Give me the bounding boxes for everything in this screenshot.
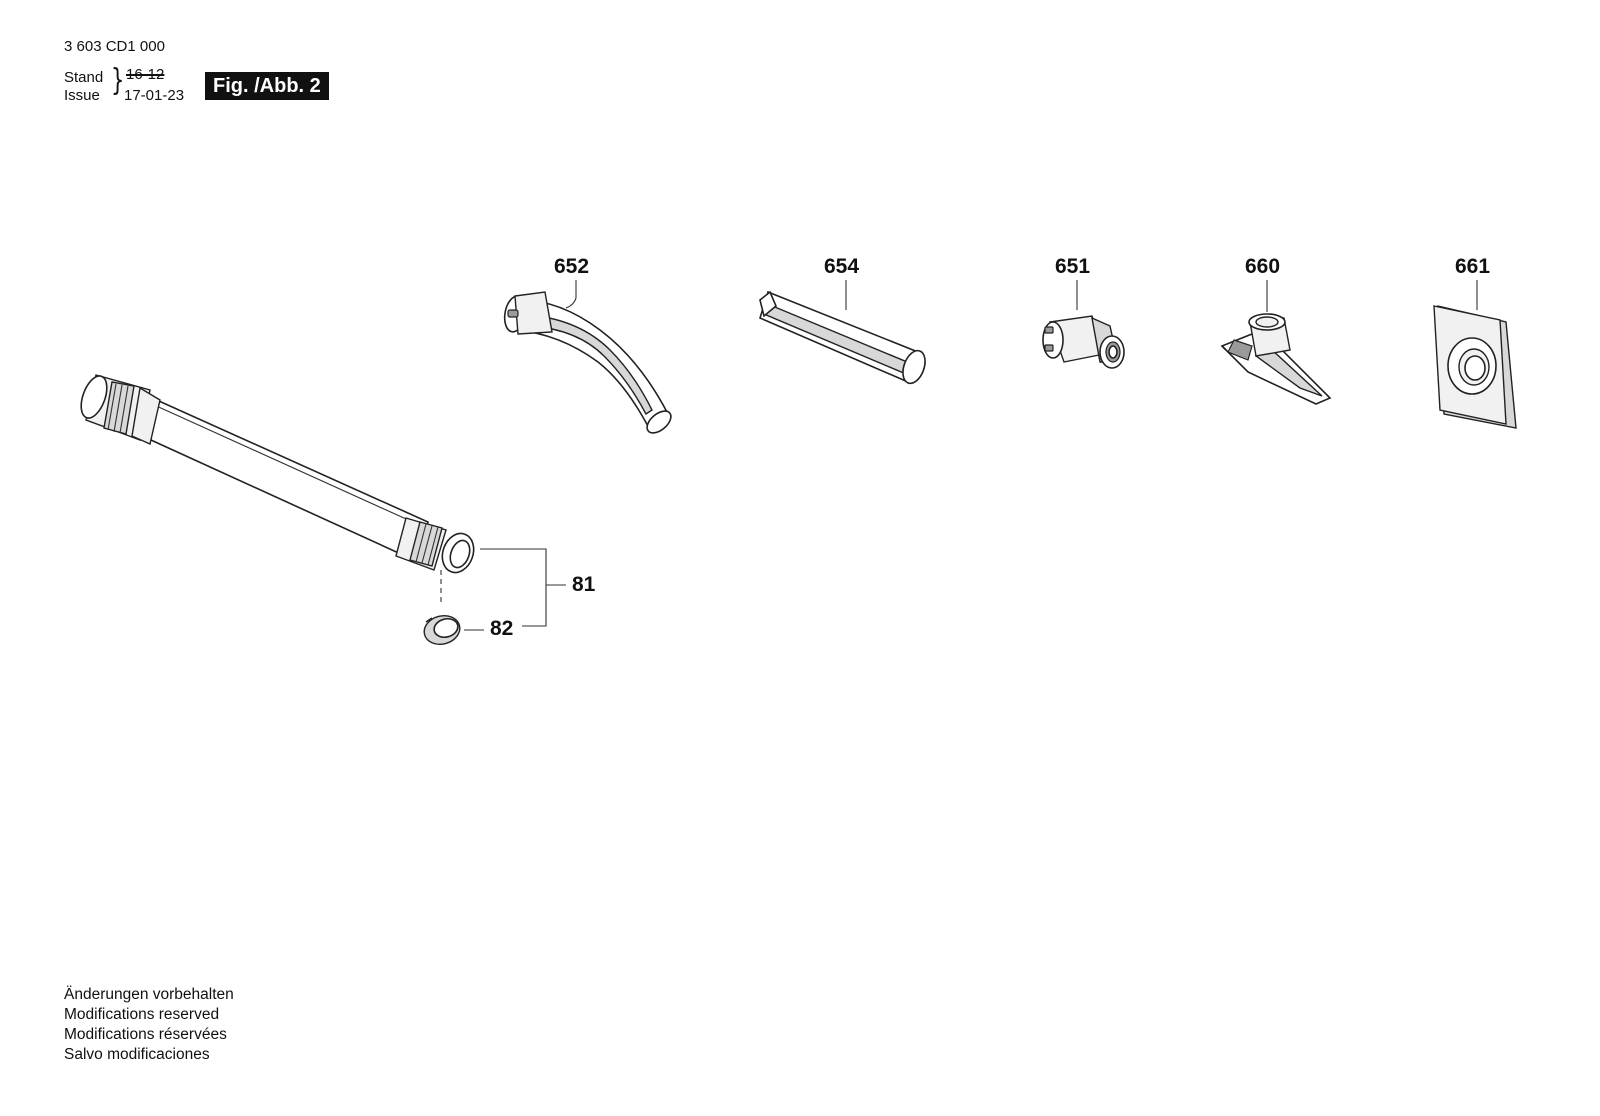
notice-de: Änderungen vorbehalten: [64, 986, 234, 1003]
notice-en: Modifications reserved: [64, 1006, 220, 1023]
figure-label: Fig. /Abb. 2: [205, 72, 329, 100]
part-number-660: 660: [1245, 255, 1281, 278]
stand-label: Stand: [64, 69, 104, 86]
leader-81-bracket: [480, 548, 547, 627]
issue-date: 17-01-23: [124, 87, 185, 104]
suction-tube-81: [80, 374, 475, 574]
part-number-652: 652: [554, 255, 590, 278]
part-number-661: 661: [1455, 255, 1491, 278]
clamp-ring-82: [423, 614, 461, 646]
crevice-nozzle-654: [759, 290, 926, 385]
brace-icon: }: [111, 63, 125, 98]
notice-fr: Modifications réservées: [64, 1026, 227, 1043]
part-number-82: 82: [490, 617, 514, 640]
modification-notice: Änderungen vorbehalten Modifications res…: [64, 985, 234, 1065]
floor-nozzle-660: [1220, 313, 1332, 405]
leader-652-tip: [565, 297, 577, 309]
adapter-651: [1042, 315, 1125, 369]
document-number: 3 603 CD1 000: [64, 38, 165, 55]
old-date: 16-12: [126, 66, 165, 83]
curved-handle-652: [503, 291, 672, 434]
seal-cushion-661: [1433, 305, 1517, 429]
part-number-651: 651: [1055, 255, 1091, 278]
notice-es: Salvo modificaciones: [64, 1046, 210, 1063]
issue-label: Issue: [64, 87, 100, 104]
leader-lines: [440, 280, 1478, 631]
part-number-654: 654: [824, 255, 860, 278]
part-number-81: 81: [572, 573, 596, 596]
